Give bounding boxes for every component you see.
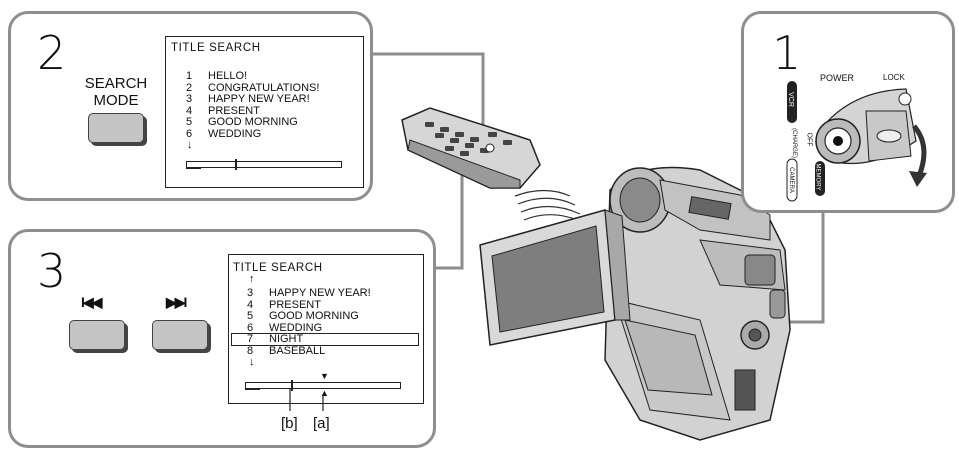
screen-title: TITLE SEARCH [171,43,261,55]
power-switch-icon [741,11,955,213]
search-mode-label-line2: MODE [71,92,161,109]
title-number: 1 [186,71,208,83]
search-mode-button[interactable] [88,113,144,143]
search-mode-label: SEARCH MODE [71,75,161,109]
camera-label: CAMERA [788,167,794,193]
memory-label: MEMORY [814,164,820,191]
tape-position-bar [186,161,342,168]
title-text: GOOD MORNING [208,116,298,128]
title-text: WEDDING [208,128,261,140]
title-number: 5 [186,117,208,129]
tape-marker [235,159,237,170]
step-1-panel: 1 POWER LOCK VCR OFF (CHARGE) CAMERA MEM… [741,11,955,213]
title-number: 3 [186,94,208,106]
title-text: HAPPY NEW YEAR! [208,93,310,105]
title-text: HELLO! [208,70,247,82]
remote-icon [402,108,540,188]
title-text: CONGRATULATIONS! [208,82,319,94]
down-arrow-icon: ↓ [187,140,193,152]
title-text: PRESENT [208,105,260,117]
step-number: 2 [37,30,66,76]
charge-label: (CHARGE) [791,128,797,158]
search-mode-label-line1: SEARCH [71,75,161,92]
callout-b: [b] [281,415,298,432]
vcr-label: VCR [787,92,794,107]
callout-a: [a] [313,415,330,432]
callout-lines [8,229,436,448]
off-label: OFF [806,133,813,147]
